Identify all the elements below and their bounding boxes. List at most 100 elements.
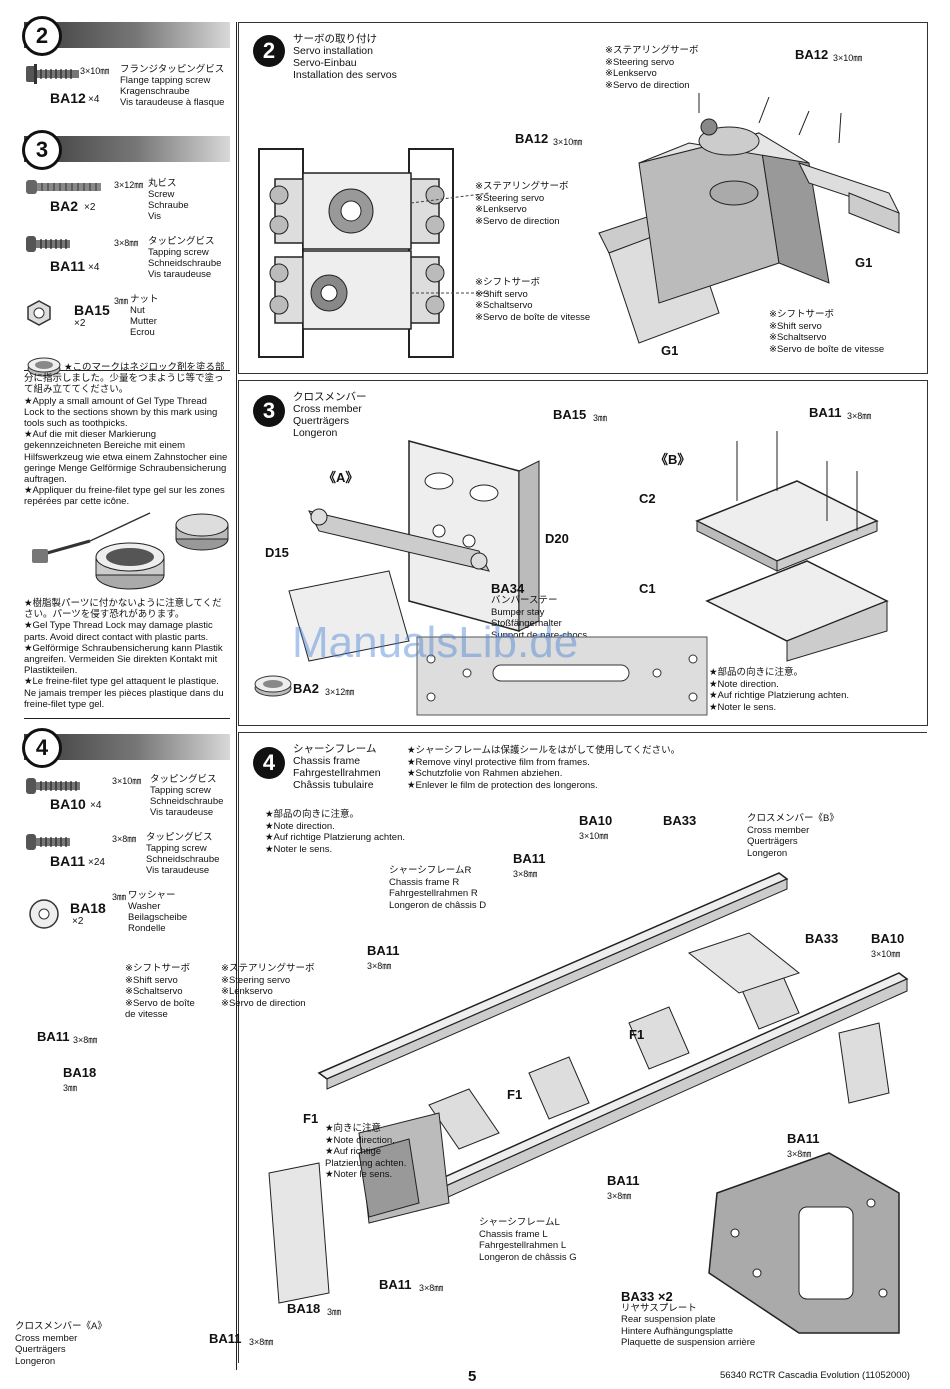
- cross-member-a-drawing: [288, 440, 540, 662]
- step-number: 3: [22, 130, 62, 170]
- part-label: G1: [661, 343, 679, 358]
- sidebar-step-3-header: 3: [22, 130, 230, 170]
- chassis-frame-drawing: [268, 872, 909, 1334]
- page-number: 5: [468, 1368, 477, 1385]
- sidebar-divider-2: [24, 718, 230, 719]
- servo-isometric-drawing: [598, 93, 900, 344]
- part-label: D15: [265, 545, 289, 560]
- part-qty: ×2: [72, 916, 84, 927]
- steering-servo-label: ※ステアリングサーボ※Steering servo※Lenkservo※Serv…: [221, 963, 315, 1009]
- part-size: 3㎜: [112, 892, 127, 902]
- step-number: 3: [253, 395, 285, 427]
- screw-icon: [26, 778, 82, 794]
- direction-note: ★部品の向きに注意。★Note direction.★Auf richtige …: [709, 667, 850, 713]
- sidebar-step-2-header: 2: [22, 16, 230, 56]
- part-label: BA2: [293, 681, 320, 696]
- part-label: BA11: [379, 1277, 412, 1292]
- part-label: F1: [303, 1111, 319, 1126]
- part-size: 3×8㎜: [419, 1283, 444, 1293]
- part-size: 3×8㎜: [367, 961, 392, 971]
- part-qty: ×24: [88, 857, 105, 868]
- part-label: BA12: [795, 47, 829, 62]
- part-code: BA10: [50, 796, 86, 812]
- screw-icon: [26, 236, 72, 252]
- part-label: F1: [507, 1087, 523, 1102]
- part-label: BA18: [287, 1301, 321, 1316]
- shift-servo-label: ※シフトサーボ※Shift servo※Schaltservo※Servo de…: [475, 277, 591, 323]
- part-qty: ×4: [90, 800, 102, 811]
- part-size: 3×8㎜: [513, 869, 538, 879]
- part-label: G1: [855, 255, 873, 270]
- part-code: BA15: [74, 302, 110, 318]
- part-size: 3㎜: [114, 296, 129, 306]
- thread-lock-illustration: [30, 505, 230, 595]
- part-label: BA15: [553, 407, 587, 422]
- steering-servo-label-top: ※ステアリングサーボ※Steering servo※Lenkservo※Serv…: [605, 45, 699, 91]
- part-qty: ×2: [84, 202, 96, 213]
- part-label: BA12: [515, 131, 549, 146]
- part-size: 3×8㎜: [112, 834, 137, 844]
- part-label: BA11: [607, 1173, 640, 1188]
- part-label: F1: [629, 1027, 645, 1042]
- part-qty: ×4: [88, 94, 100, 105]
- footer-text: 56340 RCTR Cascadia Evolution (11052000): [720, 1370, 910, 1381]
- column-divider: [236, 22, 237, 1370]
- step-number: 4: [22, 728, 62, 768]
- part-label: BA11: [787, 1131, 820, 1146]
- cross-member-b-label: 《B》: [655, 452, 691, 467]
- part-size: 3×10㎜: [579, 831, 609, 841]
- steering-servo-label: ※ステアリングサーボ※Steering servo※Lenkservo※Serv…: [475, 181, 569, 227]
- step-number: 2: [22, 16, 62, 56]
- part-label: BA11: [37, 1029, 70, 1044]
- part-size: 3㎜: [593, 413, 608, 423]
- screw-icon: [26, 64, 82, 84]
- part-label: BA11: [367, 943, 400, 958]
- part-size: 3×10㎜: [80, 66, 110, 76]
- shift-servo-label-right: ※シフトサーボ※Shift servo※Schaltservo※Servo de…: [769, 309, 885, 355]
- part-label: C2: [639, 491, 656, 506]
- step-number: 4: [253, 747, 285, 779]
- thread-lock-icon: [26, 355, 62, 377]
- cross-member-b-drawing: [695, 431, 889, 662]
- part-size: 3×10㎜: [833, 53, 863, 63]
- part-size: 3×8㎜: [847, 411, 872, 421]
- part-size: 3×8㎜: [249, 1337, 274, 1347]
- thread-lock-note: ★このマークはネジロック剤を塗る部分に指示しました。少量をつまようじ等で塗って組…: [24, 362, 228, 508]
- screw-icon: [26, 834, 72, 850]
- part-code: BA11: [50, 853, 86, 869]
- part-size: 3×10㎜: [112, 776, 142, 786]
- part-size: 3×10㎜: [553, 137, 583, 147]
- part-label: BA11: [513, 851, 546, 866]
- part-label: C1: [639, 581, 656, 596]
- part-label: BA33: [663, 813, 697, 828]
- part-size: 3㎜: [63, 1083, 78, 1093]
- servo-mount-drawing: [258, 148, 490, 358]
- part-code: BA12: [50, 90, 86, 106]
- part-code: BA11: [50, 258, 86, 274]
- watermark: ManualsLib.de: [292, 618, 579, 667]
- step-number: 2: [253, 35, 285, 67]
- part-size: 3×8㎜: [114, 238, 139, 248]
- part-label: BA18: [63, 1065, 97, 1080]
- part-label: BA11: [209, 1331, 242, 1346]
- shift-servo-label: ※シフトサーボ※Shift servo※Schaltservo※Servo de…: [125, 963, 195, 1020]
- part-label: D20: [545, 531, 569, 546]
- sidebar-divider-1: [24, 370, 230, 371]
- part-size: 3×10㎜: [871, 949, 901, 959]
- part-size: 3×12㎜: [325, 687, 355, 697]
